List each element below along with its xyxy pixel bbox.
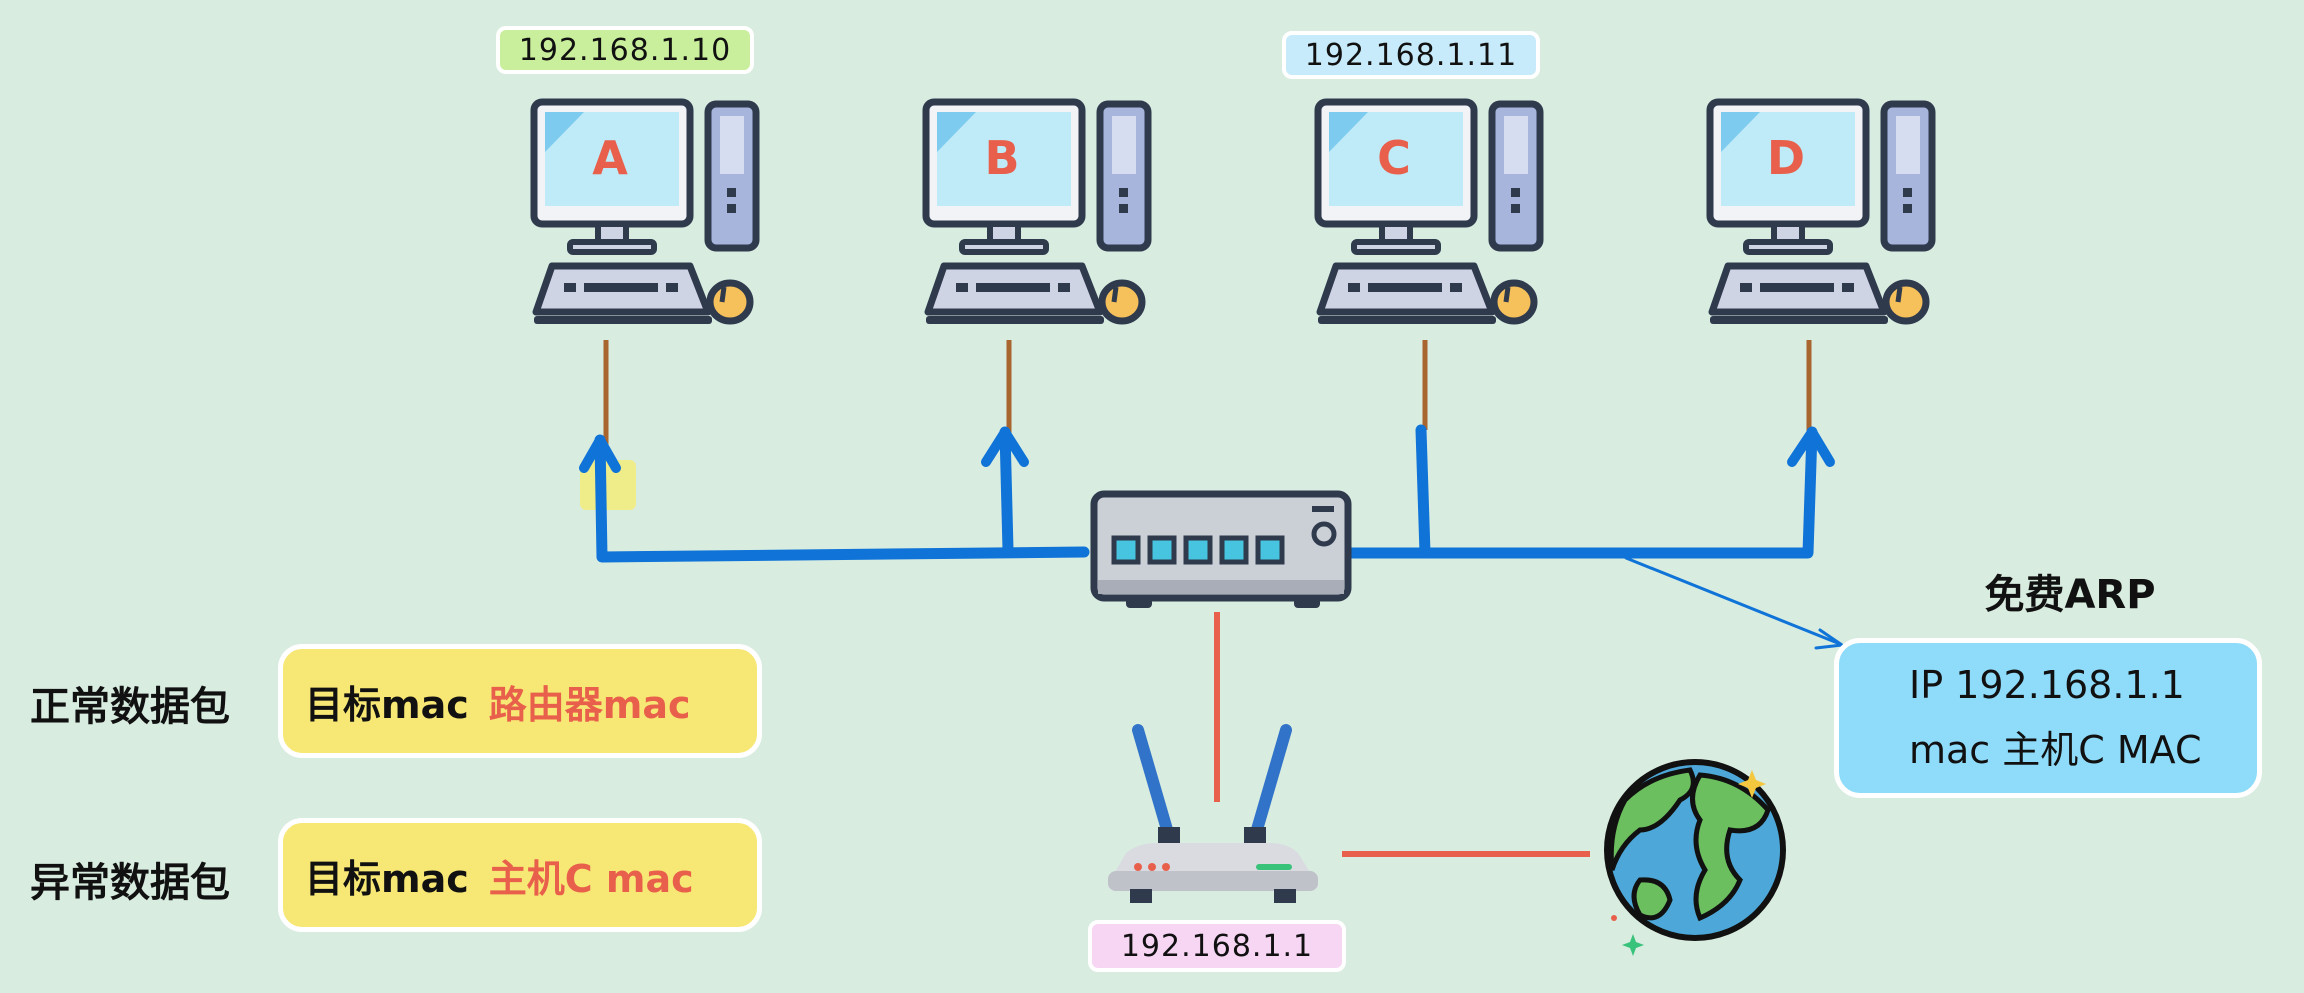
garp-pointer <box>1624 556 1842 646</box>
garp-mac-line: mac 主机C MAC <box>1909 727 2202 772</box>
internet-globe-icon <box>1604 759 1786 956</box>
arrowhead-b <box>981 427 1029 467</box>
abnormal-packet-lead: 目标mac <box>305 856 469 901</box>
computer-letter-b: B <box>984 131 1019 185</box>
computer-letter-d: D <box>1767 131 1805 185</box>
computer-d: D <box>1710 102 1932 324</box>
pc-cables <box>603 340 1812 448</box>
normal-packet-box: 目标mac 路由器mac <box>278 644 762 758</box>
garp-box: IP 192.168.1.1 mac 主机C MAC <box>1834 638 2262 798</box>
ip-label-c: 192.168.1.11 <box>1282 31 1540 79</box>
computer-b: B <box>926 102 1148 324</box>
link-switch-to-d <box>1344 426 1818 559</box>
normal-packet-target: 路由器mac <box>488 682 691 727</box>
ip-label-a: 192.168.1.10 <box>496 26 754 74</box>
normal-packet-lead: 目标mac <box>305 682 469 727</box>
abnormal-packet-label: 异常数据包 <box>30 860 230 906</box>
router-icon <box>1108 724 1318 903</box>
switch-icon <box>1090 490 1352 608</box>
abnormal-packet-target: 主机C mac <box>488 856 694 901</box>
computer-a: A <box>534 102 756 324</box>
broadcast-links <box>579 424 1844 650</box>
link-switch-to-b <box>999 426 1014 556</box>
computer-letter-a: A <box>592 131 628 185</box>
computer-c: C <box>1318 102 1540 324</box>
link-switch-to-c <box>1415 424 1431 559</box>
ip-label-router: 192.168.1.1 <box>1088 920 1346 972</box>
garp-ip-line: IP 192.168.1.1 <box>1909 662 2185 707</box>
arrowhead-a <box>579 435 621 473</box>
highlight-marker <box>580 460 636 510</box>
normal-packet-label: 正常数据包 <box>30 684 230 730</box>
link-switch-to-a <box>594 434 1090 563</box>
abnormal-packet-box: 目标mac 主机C mac <box>278 818 762 932</box>
arrowhead-d <box>1787 427 1835 467</box>
computer-letter-c: C <box>1377 131 1411 185</box>
garp-title: 免费ARP <box>1984 572 2156 618</box>
